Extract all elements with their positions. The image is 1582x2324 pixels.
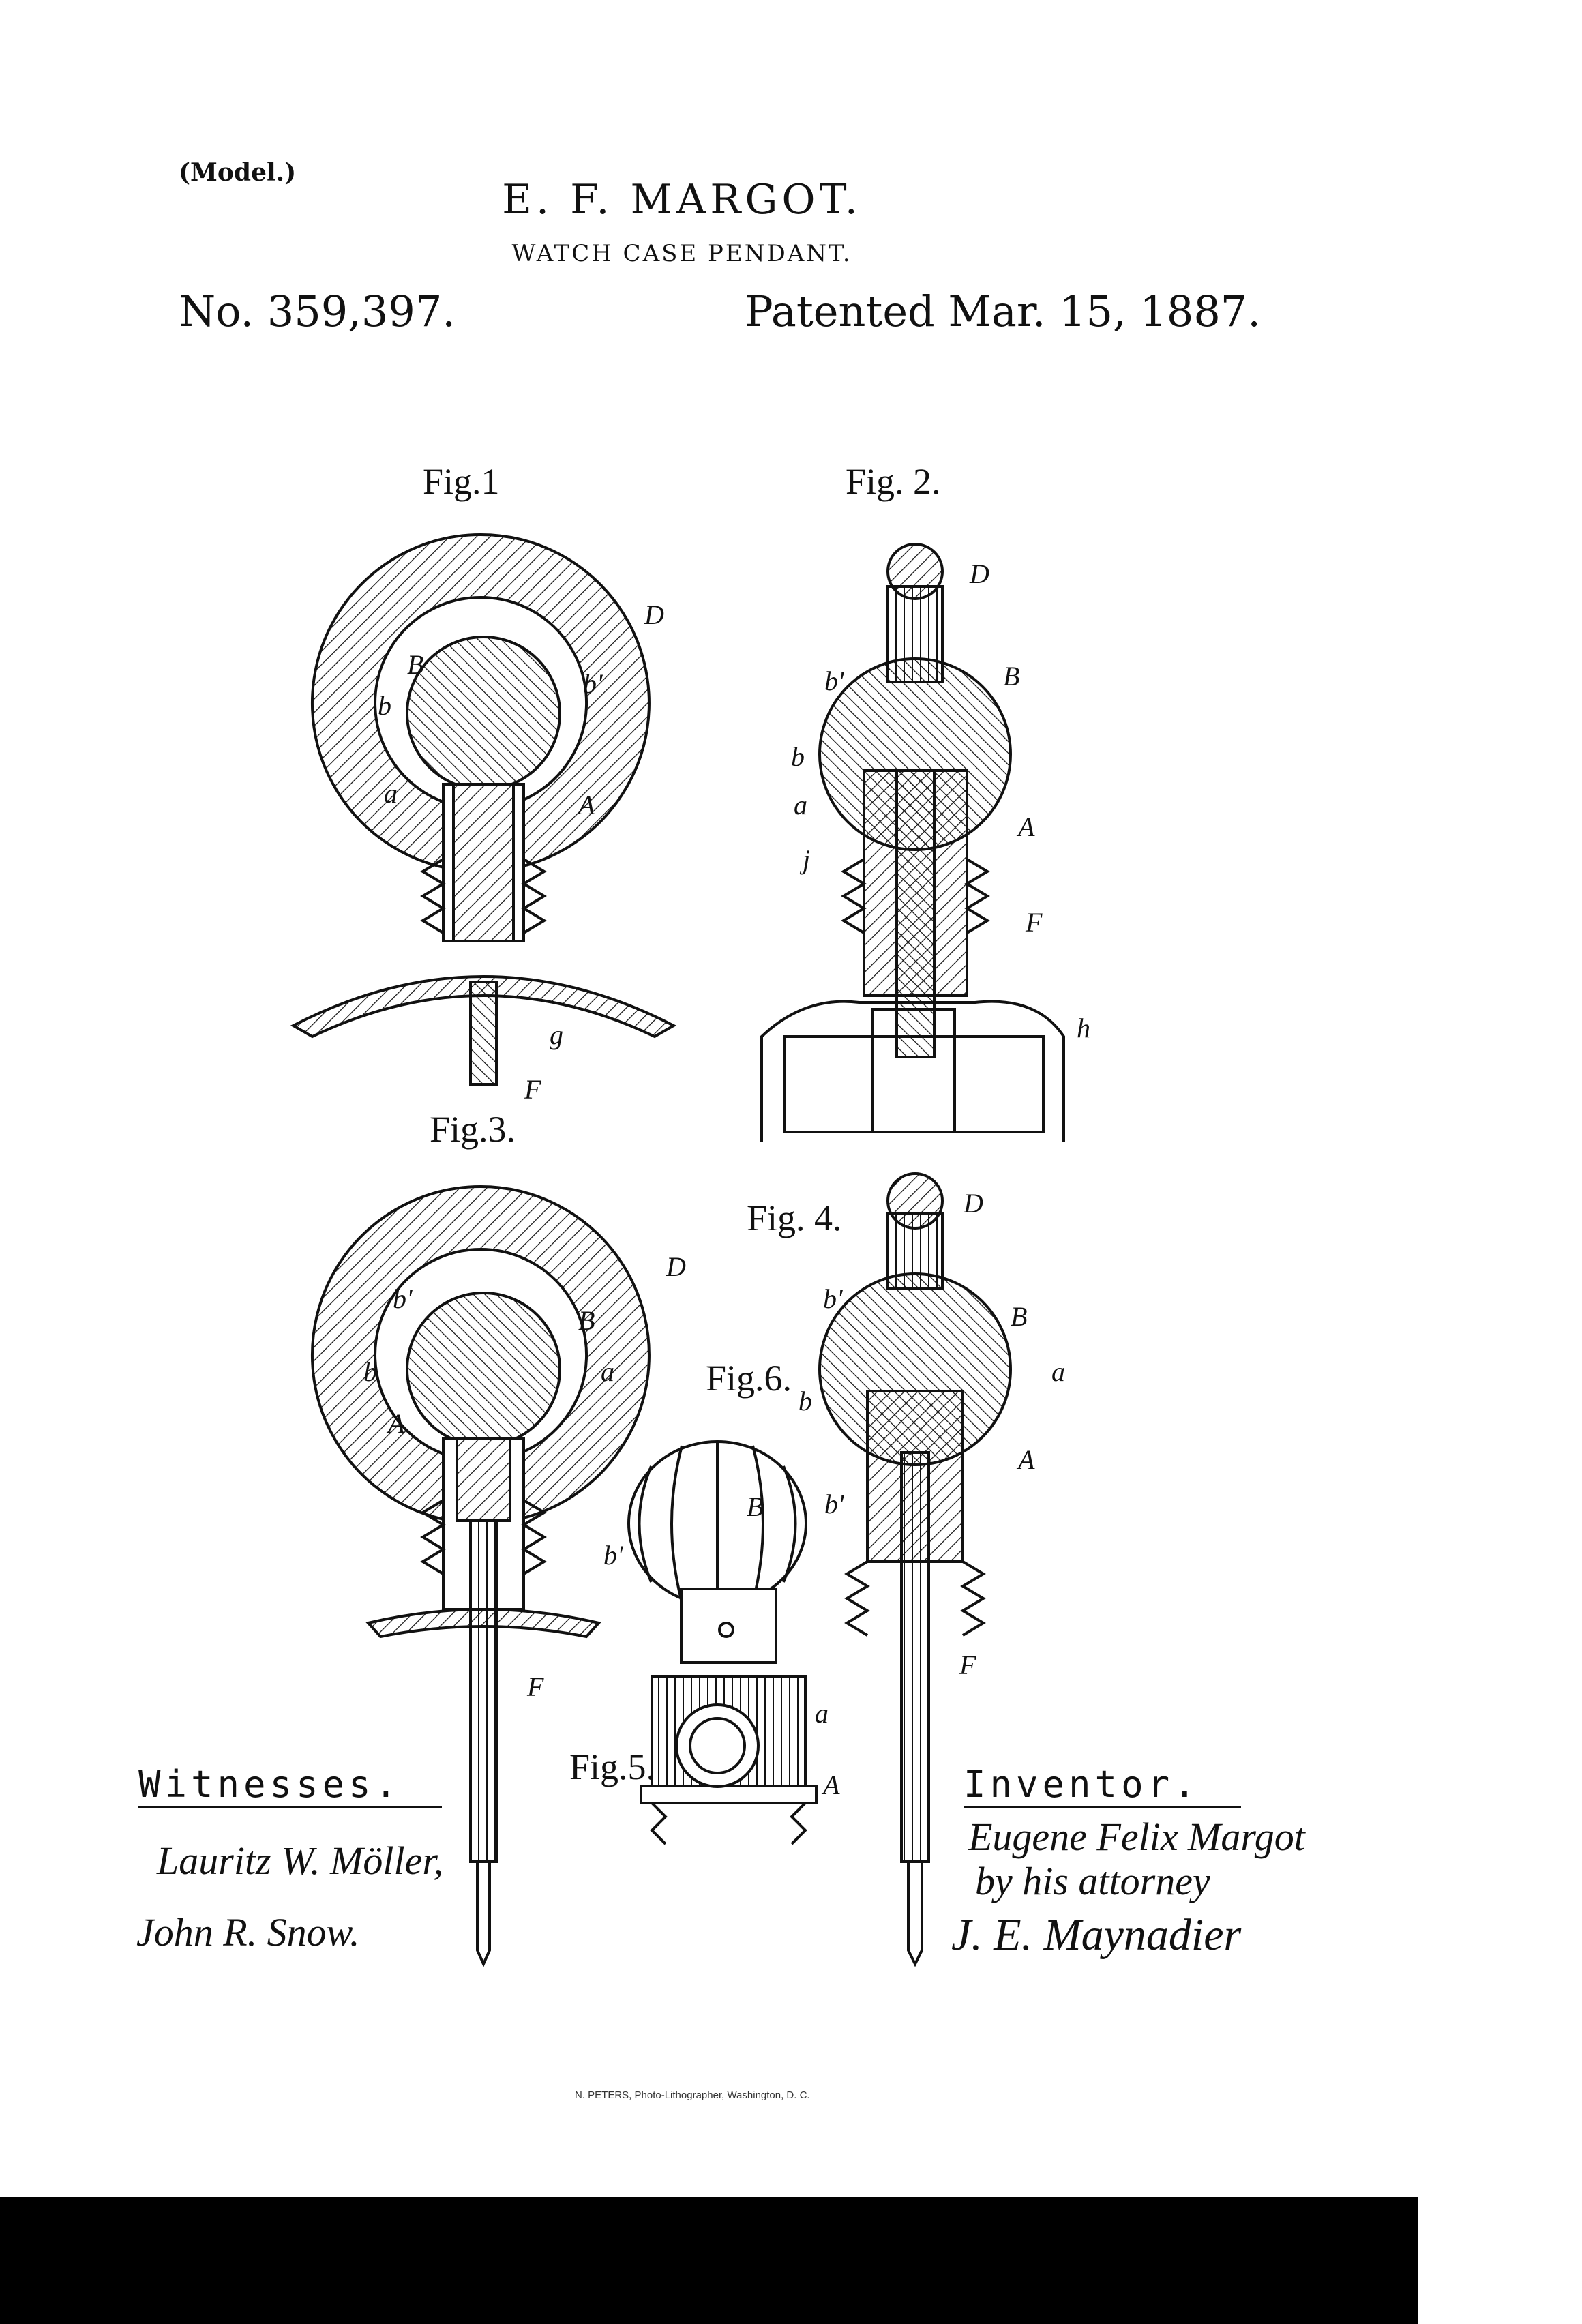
- fig4-caption: Fig. 4.: [747, 1197, 842, 1239]
- fig1-label-F: F: [524, 1073, 541, 1105]
- fig6-label-b-prime: b': [603, 1539, 623, 1571]
- fig2-label-j: j: [803, 844, 810, 876]
- figure-6-drawing: [629, 1442, 806, 1663]
- fig3-label-B: B: [578, 1305, 595, 1337]
- fig3-label-F: F: [527, 1671, 543, 1703]
- fig2-label-a: a: [794, 789, 807, 821]
- fig1-label-B: B: [407, 649, 423, 681]
- fig1-label-a: a: [384, 777, 398, 809]
- fig3-label-a: a: [601, 1356, 614, 1388]
- fig1-label-A: A: [578, 789, 595, 821]
- fig3-label-A: A: [388, 1407, 404, 1440]
- fig4-label-D: D: [964, 1187, 983, 1219]
- fig5-label-a: a: [815, 1697, 829, 1729]
- fig6-label-B: B: [747, 1491, 763, 1523]
- fig2-label-A: A: [1018, 811, 1034, 843]
- fig2-label-b-prime: b': [824, 665, 844, 697]
- scan-border-bar: [0, 2197, 1418, 2324]
- fig6-caption: Fig.6.: [706, 1357, 792, 1399]
- witness-signature-2: John R. Snow.: [136, 1909, 360, 1955]
- fig3-label-D: D: [666, 1251, 686, 1283]
- figure-5-drawing: [641, 1677, 816, 1844]
- fig5-label-A: A: [823, 1769, 839, 1801]
- lithographer-credit: N. PETERS, Photo-Lithographer, Washingto…: [575, 2089, 810, 2101]
- attorney-signature: J. E. Maynadier: [951, 1909, 1241, 1961]
- fig2-label-D: D: [970, 558, 989, 590]
- fig1-label-g: g: [550, 1019, 563, 1051]
- inventor-signature: Eugene Felix Margot: [968, 1814, 1305, 1860]
- fig1-label-b: b: [378, 689, 391, 721]
- fig5-caption: Fig.5.: [569, 1746, 655, 1788]
- witness-signature-1: Lauritz W. Möller,: [157, 1838, 443, 1883]
- fig4-label-b-prime-lower: b': [824, 1488, 844, 1520]
- fig4-label-b: b: [799, 1385, 812, 1417]
- fig3-label-b-prime: b': [393, 1283, 413, 1315]
- fig1-caption: Fig.1: [423, 460, 500, 503]
- fig2-caption: Fig. 2.: [846, 460, 941, 503]
- fig2-label-b: b: [791, 741, 805, 773]
- fig2-label-h: h: [1077, 1012, 1090, 1044]
- inventor-heading: Inventor.: [964, 1763, 1241, 1808]
- fig1-label-b-prime: b': [583, 668, 603, 700]
- fig2-label-F: F: [1026, 906, 1042, 938]
- fig4-label-F: F: [959, 1649, 976, 1681]
- fig4-label-A: A: [1018, 1444, 1034, 1476]
- fig2-label-B: B: [1003, 660, 1019, 692]
- fig1-label-D: D: [644, 599, 664, 631]
- fig4-label-B: B: [1011, 1300, 1027, 1332]
- fig4-label-b-prime: b': [823, 1283, 843, 1315]
- fig3-caption: Fig.3.: [430, 1108, 516, 1150]
- fig3-label-b: b: [363, 1356, 377, 1388]
- attorney-note: by his attorney: [975, 1858, 1210, 1904]
- figure-1-drawing: [293, 535, 674, 1084]
- witnesses-heading: Witnesses.: [138, 1763, 442, 1808]
- fig4-label-a: a: [1051, 1356, 1065, 1388]
